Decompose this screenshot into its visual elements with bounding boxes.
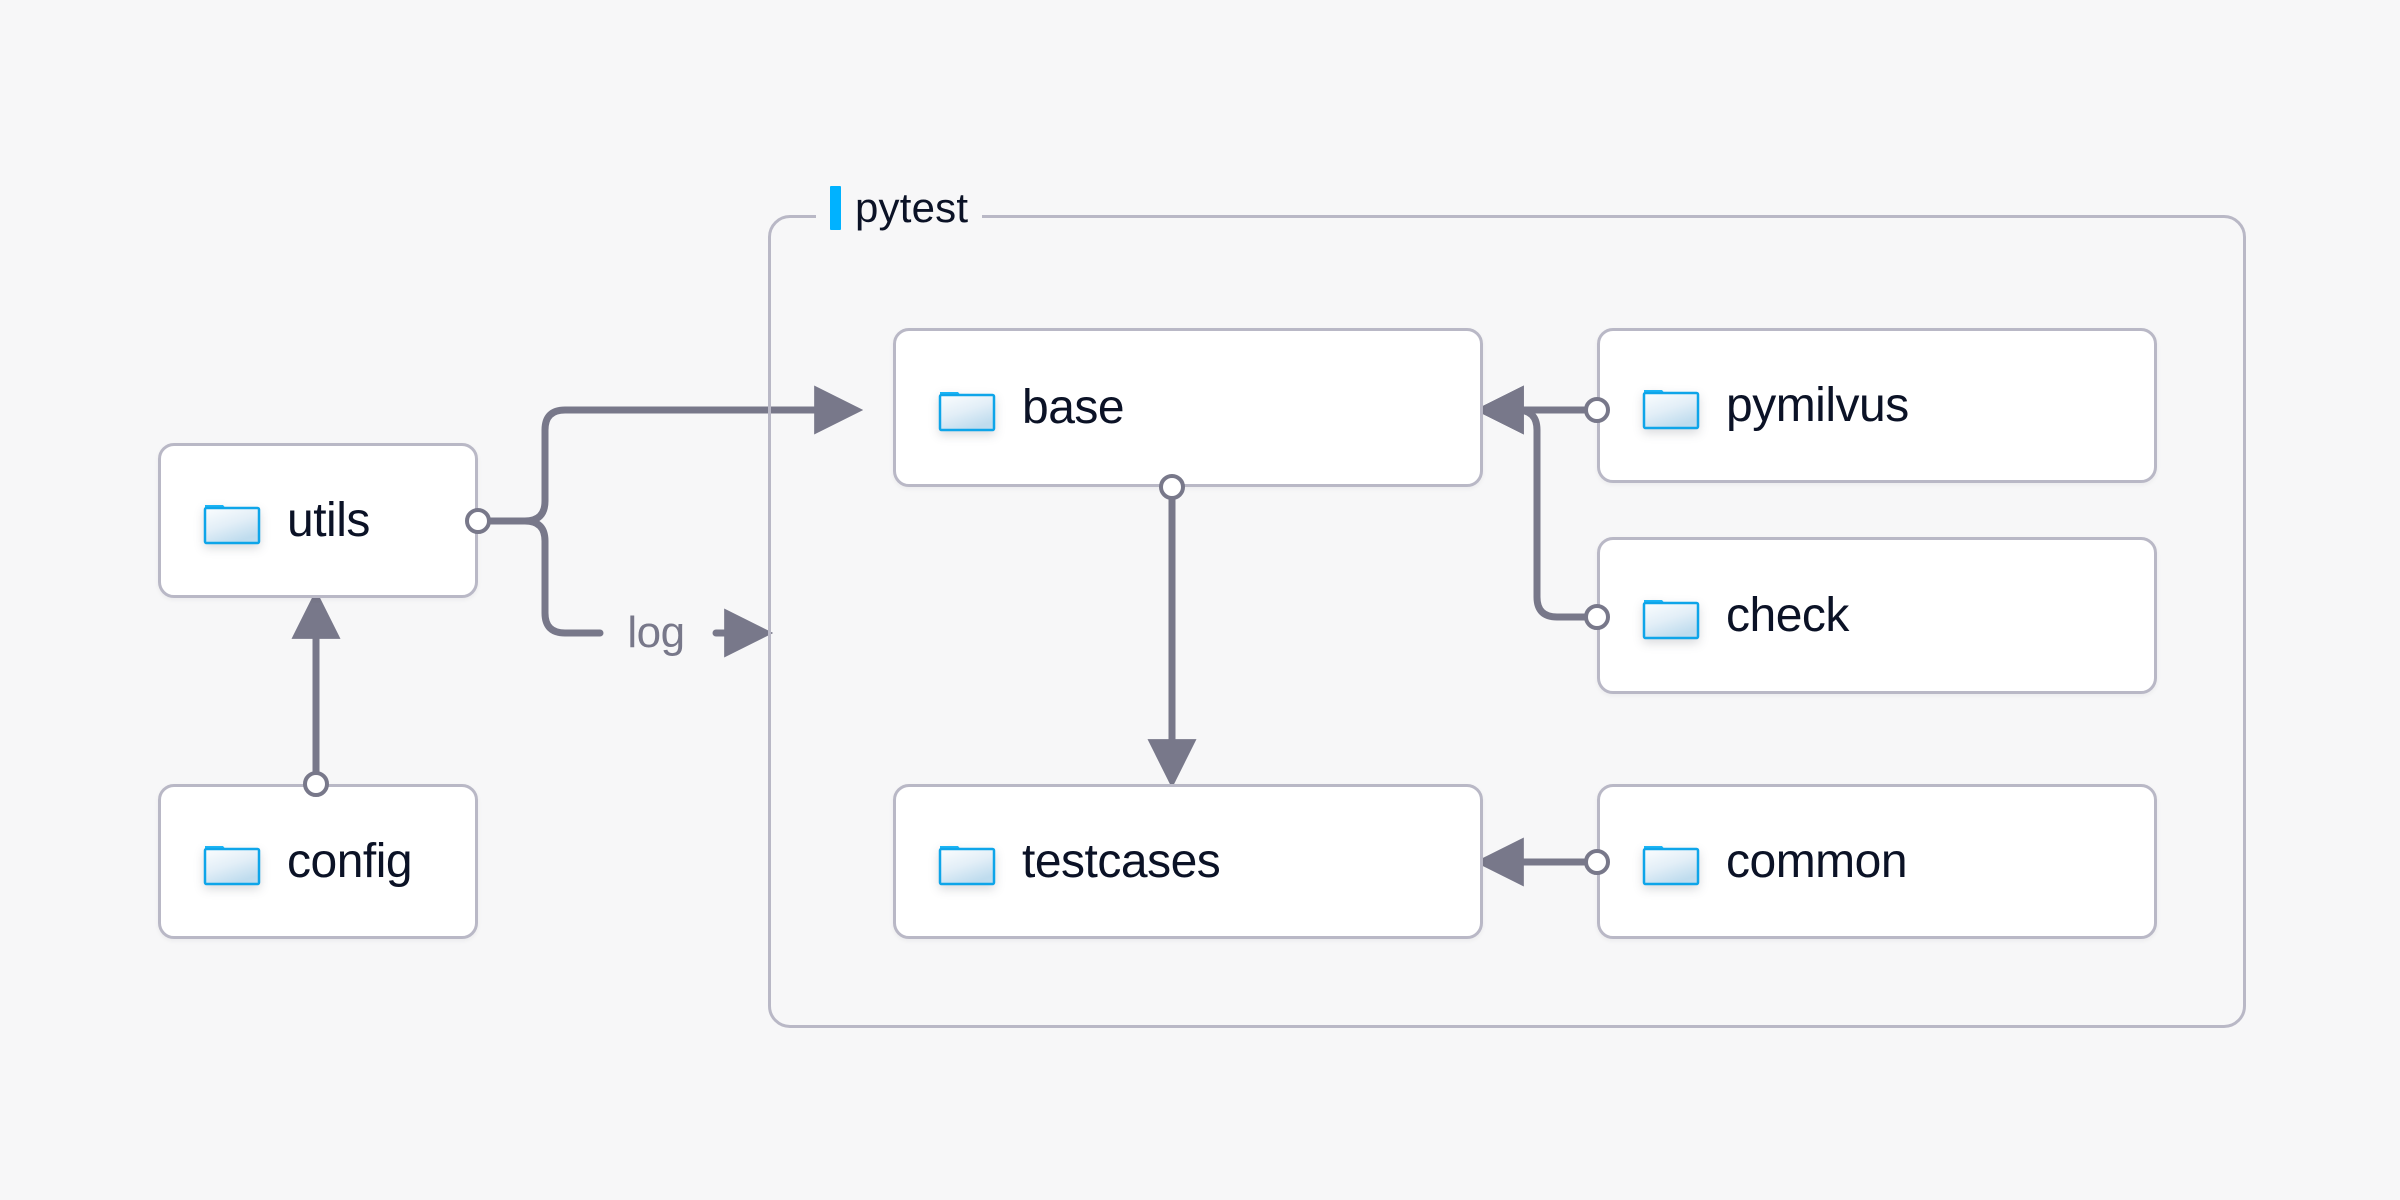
node-check[interactable]: check: [1597, 537, 2157, 694]
group-accent-bar: [830, 186, 841, 230]
folder-icon: [1642, 845, 1700, 885]
folder-icon: [203, 504, 261, 544]
group-title: pytest: [855, 184, 969, 231]
node-common[interactable]: common: [1597, 784, 2157, 939]
node-label-common: common: [1726, 835, 1908, 888]
folder-icon: [1642, 389, 1700, 429]
node-config[interactable]: config: [158, 784, 478, 939]
node-label-utils: utils: [287, 494, 370, 547]
port-check-left[interactable]: [1584, 604, 1610, 630]
folder-icon: [938, 845, 996, 885]
node-base[interactable]: base: [893, 328, 1483, 487]
group-container-pytest: [768, 215, 2246, 1028]
node-testcases[interactable]: testcases: [893, 784, 1483, 939]
port-pymilvus-left[interactable]: [1584, 397, 1610, 423]
node-label-pymilvus: pymilvus: [1726, 379, 1909, 432]
folder-icon: [203, 845, 261, 885]
port-config-top[interactable]: [303, 771, 329, 797]
node-label-testcases: testcases: [1022, 835, 1221, 888]
node-label-base: base: [1022, 381, 1125, 434]
edge-utils-to-log: [474, 517, 604, 637]
edge-label-log: log: [627, 608, 685, 657]
folder-icon: [938, 391, 996, 431]
node-utils[interactable]: utils: [158, 443, 478, 598]
port-base-bottom[interactable]: [1159, 474, 1185, 500]
node-pymilvus[interactable]: pymilvus: [1597, 328, 2157, 483]
group-label-pytest: pytest: [816, 184, 983, 232]
node-label-check: check: [1726, 589, 1849, 642]
node-label-config: config: [287, 835, 413, 888]
port-common-left[interactable]: [1584, 849, 1610, 875]
port-utils-right[interactable]: [465, 508, 491, 534]
folder-icon: [1642, 599, 1700, 639]
